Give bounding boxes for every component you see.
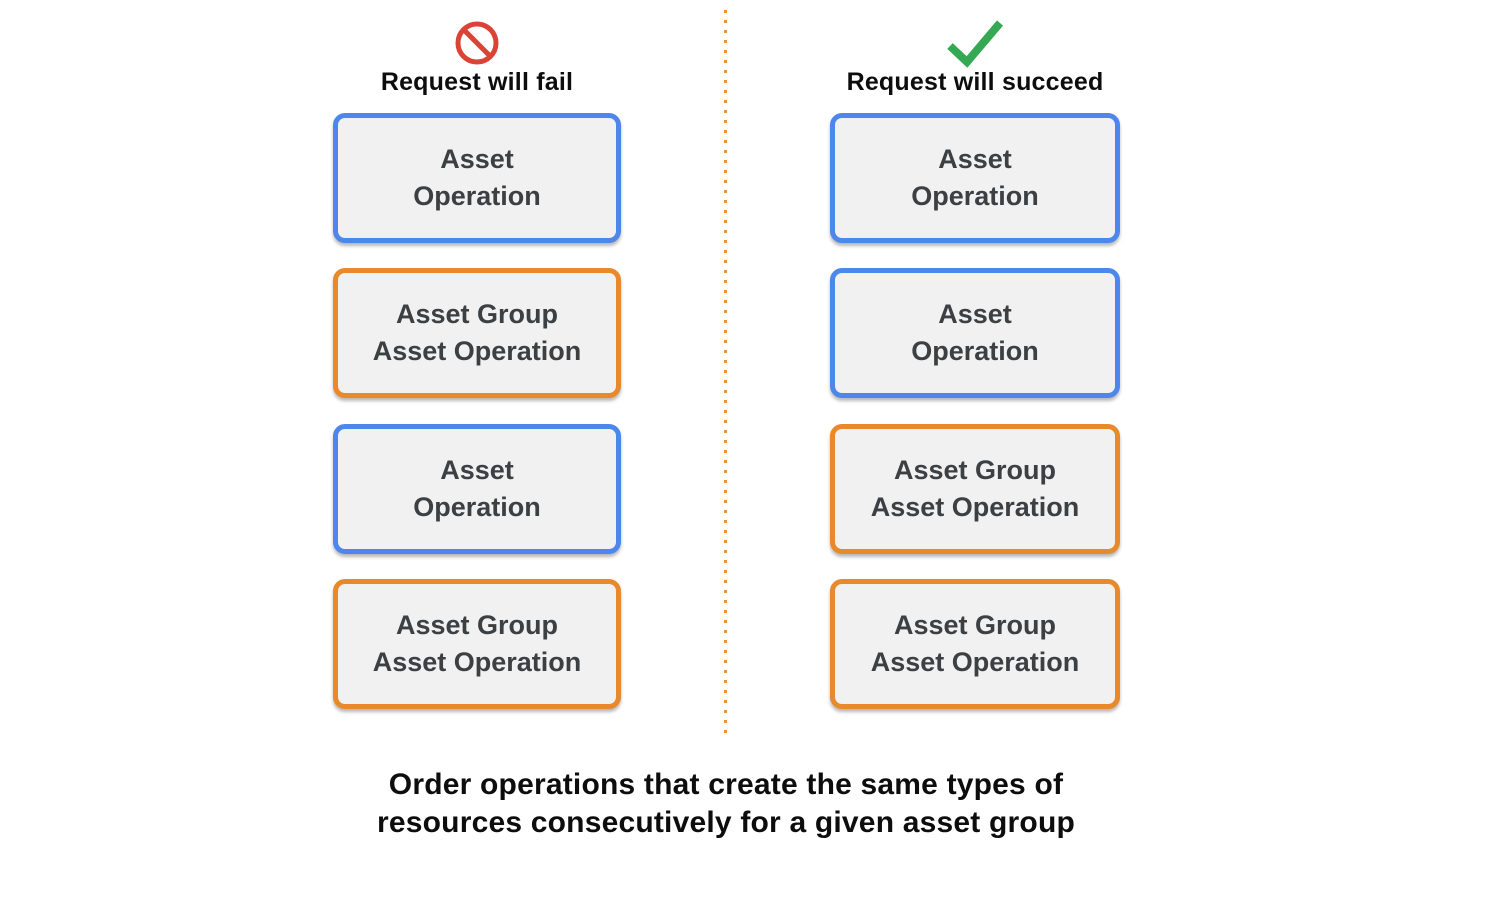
asset-group-asset-operation-box: Asset Group Asset Operation (830, 424, 1120, 554)
success-column-title: Request will succeed (846, 68, 1104, 96)
box-label-line: Asset (938, 299, 1012, 329)
box-label-line: Asset Group (893, 610, 1057, 640)
box-label-line: Asset (440, 144, 514, 174)
asset-group-asset-operation-box: Asset Group Asset Operation (333, 268, 621, 398)
column-divider (724, 10, 727, 738)
box-label-line: Operation (413, 492, 541, 522)
asset-operation-box: Asset Operation (830, 113, 1120, 243)
box-label-line: Asset Group (395, 299, 559, 329)
box-label-line: Asset (440, 455, 514, 485)
asset-operation-box: Asset Operation (830, 268, 1120, 398)
success-column: Request will succeed Asset Operation Ass… (830, 0, 1120, 760)
asset-group-asset-operation-box: Asset Group Asset Operation (333, 579, 621, 709)
box-label-line: Asset (938, 144, 1012, 174)
box-label-line: Operation (911, 181, 1039, 211)
caption-line: Order operations that create the same ty… (388, 768, 1064, 801)
box-label-line: Asset Operation (372, 336, 582, 366)
fail-column: Request will fail Asset Operation Asset … (333, 0, 621, 760)
asset-group-asset-operation-box: Asset Group Asset Operation (830, 579, 1120, 709)
diagram-caption: Order operations that create the same ty… (0, 766, 1452, 842)
asset-operation-box: Asset Operation (333, 424, 621, 554)
box-label-line: Asset Group (893, 455, 1057, 485)
prohibition-icon (333, 18, 621, 68)
check-icon (830, 18, 1120, 68)
box-label-line: Asset Group (395, 610, 559, 640)
asset-operation-box: Asset Operation (333, 113, 621, 243)
box-label-line: Asset Operation (870, 492, 1080, 522)
box-label-line: Operation (911, 336, 1039, 366)
fail-column-title: Request will fail (380, 68, 574, 96)
caption-line: resources consecutively for a given asse… (377, 806, 1075, 839)
box-label-line: Asset Operation (870, 647, 1080, 677)
box-label-line: Operation (413, 181, 541, 211)
box-label-line: Asset Operation (372, 647, 582, 677)
